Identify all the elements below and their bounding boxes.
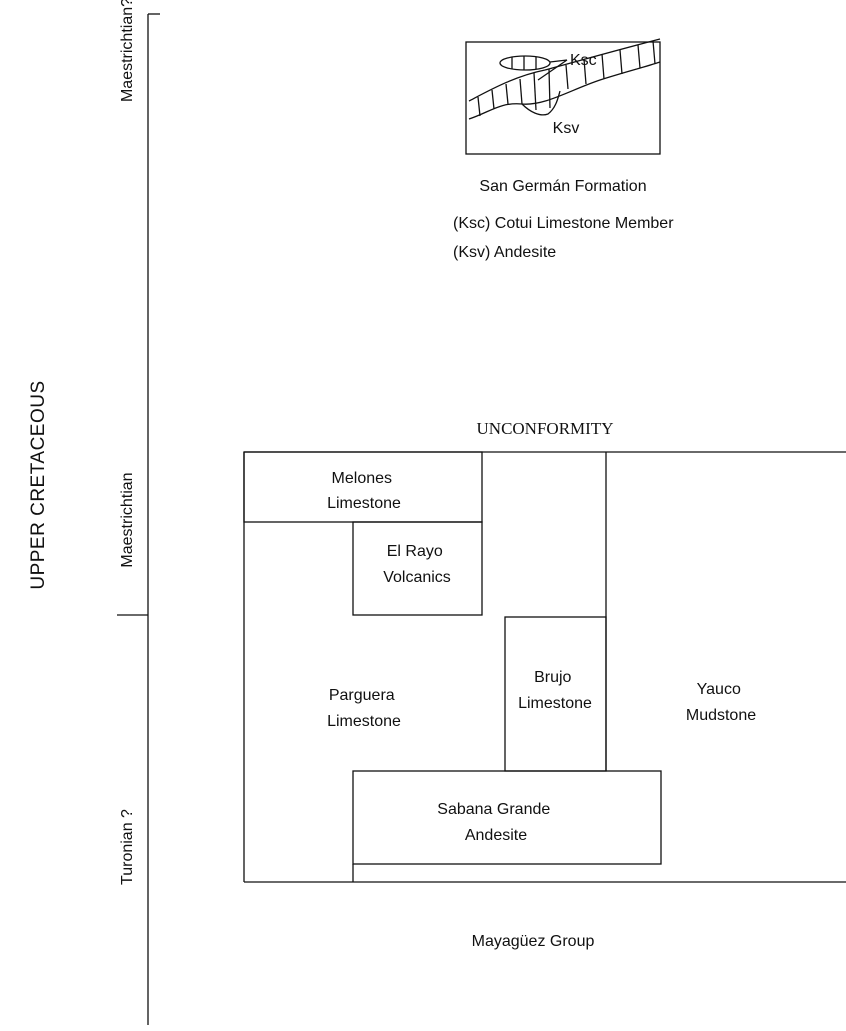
san-german-title: San Germán Formation xyxy=(479,178,646,195)
mayaguez-group-label: Mayagüez Group xyxy=(472,933,595,950)
period-label: UPPER CRETACEOUS xyxy=(28,380,49,589)
el-rayo-volcanics-label: El Rayo Volcanics xyxy=(383,543,451,586)
stage-label-maestrichtian: Maestrichtian xyxy=(119,472,136,567)
inset-label-ksc: Ksc xyxy=(570,52,597,69)
sabana-grande-andesite-label: Sabana Grande Andesite xyxy=(437,801,554,844)
inset-label-ksv: Ksv xyxy=(553,120,580,137)
limestone-band xyxy=(468,38,661,120)
legend-ksv: (Ksv) Andesite xyxy=(453,244,556,261)
limestone-lens-hatches xyxy=(511,56,537,70)
legend-ksc: (Ksc) Cotui Limestone Member xyxy=(453,215,674,232)
time-axis xyxy=(117,13,160,1025)
san-german-inset: Ksc Ksv xyxy=(465,38,661,155)
stage-label-turonian: Turonian ? xyxy=(119,809,136,885)
limestone-lens xyxy=(499,55,551,71)
sabana-grande-andesite-box xyxy=(352,770,662,865)
brujo-limestone-box xyxy=(504,616,607,772)
brujo-limestone-label: Brujo Limestone xyxy=(518,669,592,712)
inset-frame xyxy=(465,41,661,155)
stage-label-maestrichtian-query: Maestrichtian? xyxy=(119,0,136,102)
parguera-limestone-label: Parguera Limestone xyxy=(327,687,401,730)
ksc-leader xyxy=(537,59,568,81)
el-rayo-volcanics-box xyxy=(352,521,483,616)
melones-limestone-label: Melones Limestone xyxy=(327,470,401,512)
limestone-band-bulge xyxy=(521,90,561,116)
stratigraphic-block xyxy=(243,451,846,883)
unconformity-label: UNCONFORMITY xyxy=(477,419,614,438)
yauco-mudstone-label: Yauco Mudstone xyxy=(686,681,756,724)
limestone-band-hatches xyxy=(477,40,656,117)
